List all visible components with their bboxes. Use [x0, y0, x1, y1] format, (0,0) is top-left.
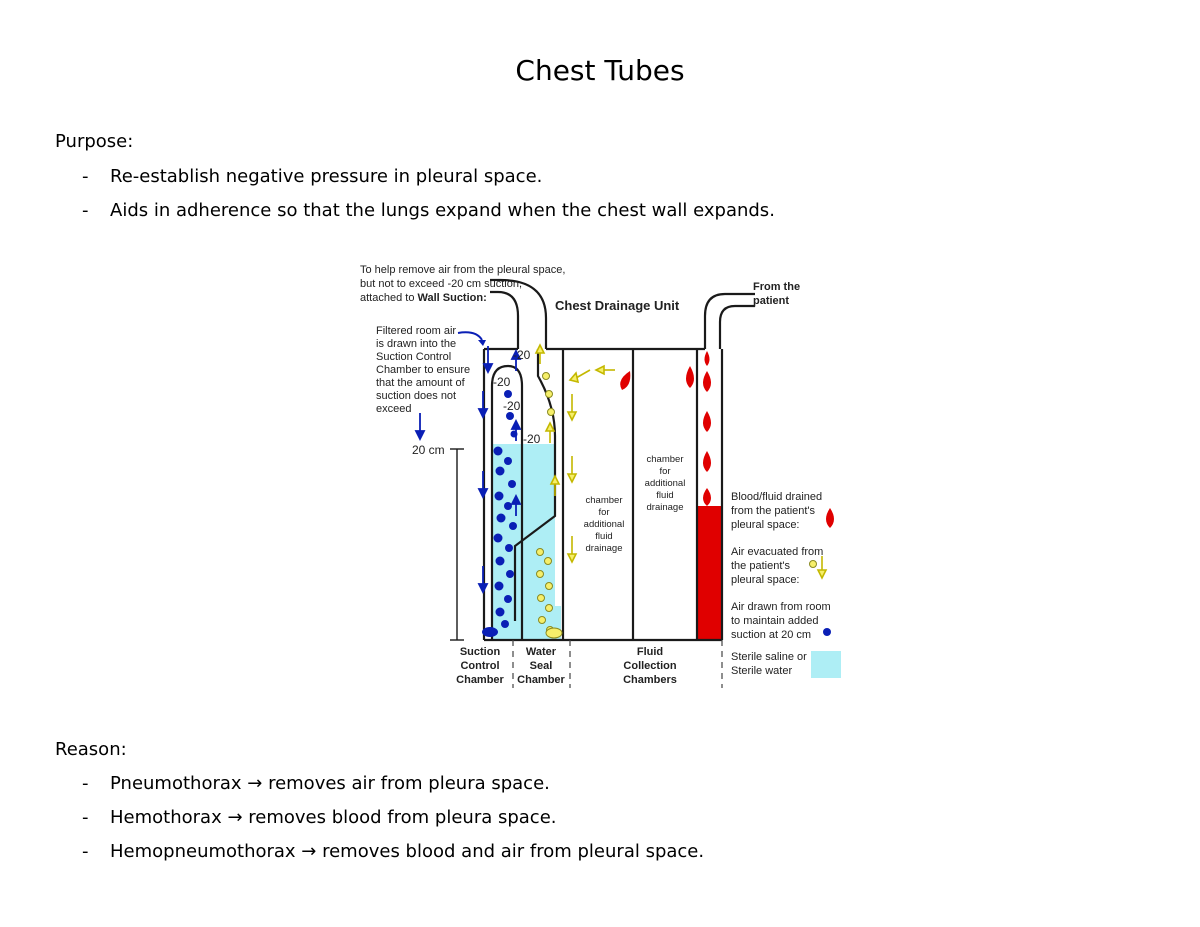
list-item: -Hemothorax → removes blood from pleura …	[82, 806, 704, 840]
wall-suction-label: Wall Suction:	[418, 292, 487, 304]
bullet-dash: -	[82, 807, 89, 828]
chamber-b-line: for	[659, 466, 670, 477]
reason-item-text: Pneumothorax → removes air from pleura s…	[110, 773, 550, 794]
fluid-collection-label: Fluid	[637, 646, 663, 658]
filtered-air-line: Suction Control	[376, 351, 451, 363]
bullet-dash: -	[82, 841, 89, 862]
legend-air-room-line: suction at 20 cm	[731, 629, 811, 641]
reason-heading: Reason:	[55, 739, 127, 760]
suction-note-line: but not to exceed -20 cm suction,	[360, 278, 522, 290]
pressure-label: -20	[503, 399, 521, 413]
legend-air-evacuated-line: pleural space:	[731, 574, 800, 586]
purpose-list: -Re-establish negative pressure in pleur…	[82, 165, 775, 233]
reason-item-text: Hemothorax → removes blood from pleura s…	[110, 807, 557, 828]
chamber-b-line: chamber	[647, 454, 684, 465]
suction-note-line: To help remove air from the pleural spac…	[360, 264, 565, 276]
legend-air-evacuated-line: Air evacuated from	[731, 546, 823, 558]
page-title: Chest Tubes	[515, 54, 685, 87]
suction-chamber-label: Suction	[460, 646, 501, 658]
level-20cm-label: 20 cm	[412, 443, 445, 457]
chamber-b-line: additional	[645, 478, 686, 489]
purpose-item-text: Re-establish negative pressure in pleura…	[110, 166, 543, 187]
fluid-collection-label: Chambers	[623, 674, 677, 686]
legend-air-room-line: to maintain added	[731, 615, 818, 627]
legend-saline-line: Sterile water	[731, 665, 792, 677]
list-item: -Pneumothorax → removes air from pleura …	[82, 772, 704, 806]
bullet-dash: -	[82, 200, 89, 221]
filtered-air-line: that the amount of	[376, 377, 466, 389]
from-patient-label: patient	[753, 295, 789, 307]
blood-collection-fill	[698, 506, 721, 640]
reason-list: -Pneumothorax → removes air from pleura …	[82, 772, 704, 874]
pressure-label: -20	[493, 375, 511, 389]
chamber-b-line: fluid	[656, 490, 673, 501]
chest-drainage-diagram: Chest Drainage Unit To help remove air f…	[360, 264, 841, 688]
diagram-title: Chest Drainage Unit	[555, 298, 680, 313]
filtered-air-line: exceed	[376, 403, 411, 415]
chamber-a-line: additional	[584, 519, 625, 530]
bullet-dash: -	[82, 166, 89, 187]
purpose-heading: Purpose:	[55, 131, 134, 152]
filtered-air-line: Chamber to ensure	[376, 364, 470, 376]
suction-chamber-label: Chamber	[456, 674, 504, 686]
purpose-item-text: Aids in adherence so that the lungs expa…	[110, 200, 775, 221]
legend-blood-line: Blood/fluid drained	[731, 491, 822, 503]
water-seal-label: Water	[526, 646, 557, 658]
reason-item-text: Hemopneumothorax → removes blood and air…	[110, 841, 705, 862]
chamber-a-line: fluid	[595, 531, 612, 542]
pressure-label: -20	[523, 432, 541, 446]
chamber-a-line: drainage	[586, 543, 623, 554]
chamber-a-line: for	[598, 507, 609, 518]
bullet-dash: -	[82, 773, 89, 794]
legend-saline-line: Sterile saline or	[731, 651, 807, 663]
legend-air-room-line: Air drawn from room	[731, 601, 831, 613]
fluid-collection-label: Collection	[623, 660, 676, 672]
suction-chamber-label: Control	[460, 660, 499, 672]
water-seal-label: Seal	[530, 660, 553, 672]
pressure-label: -20	[513, 348, 531, 362]
list-item: -Re-establish negative pressure in pleur…	[82, 165, 775, 199]
filtered-air-line: is drawn into the	[376, 338, 456, 350]
filtered-air-line: Filtered room air	[376, 325, 456, 337]
legend-blood-line: pleural space:	[731, 519, 800, 531]
legend-blood-line: from the patient's	[731, 505, 816, 517]
suction-note-prefix: attached to	[360, 292, 418, 304]
chamber-a-line: chamber	[586, 495, 623, 506]
filtered-air-line: suction does not	[376, 390, 456, 402]
legend-air-evacuated-line: the patient's	[731, 560, 790, 572]
water-seal-label: Chamber	[517, 674, 565, 686]
from-patient-label: From the	[753, 281, 800, 293]
svg-text:attached to Wall Suction:: attached to Wall Suction:	[360, 292, 487, 304]
list-item: -Aids in adherence so that the lungs exp…	[82, 199, 775, 233]
list-item: -Hemopneumothorax → removes blood and ai…	[82, 840, 704, 874]
chamber-b-line: drainage	[647, 502, 684, 513]
